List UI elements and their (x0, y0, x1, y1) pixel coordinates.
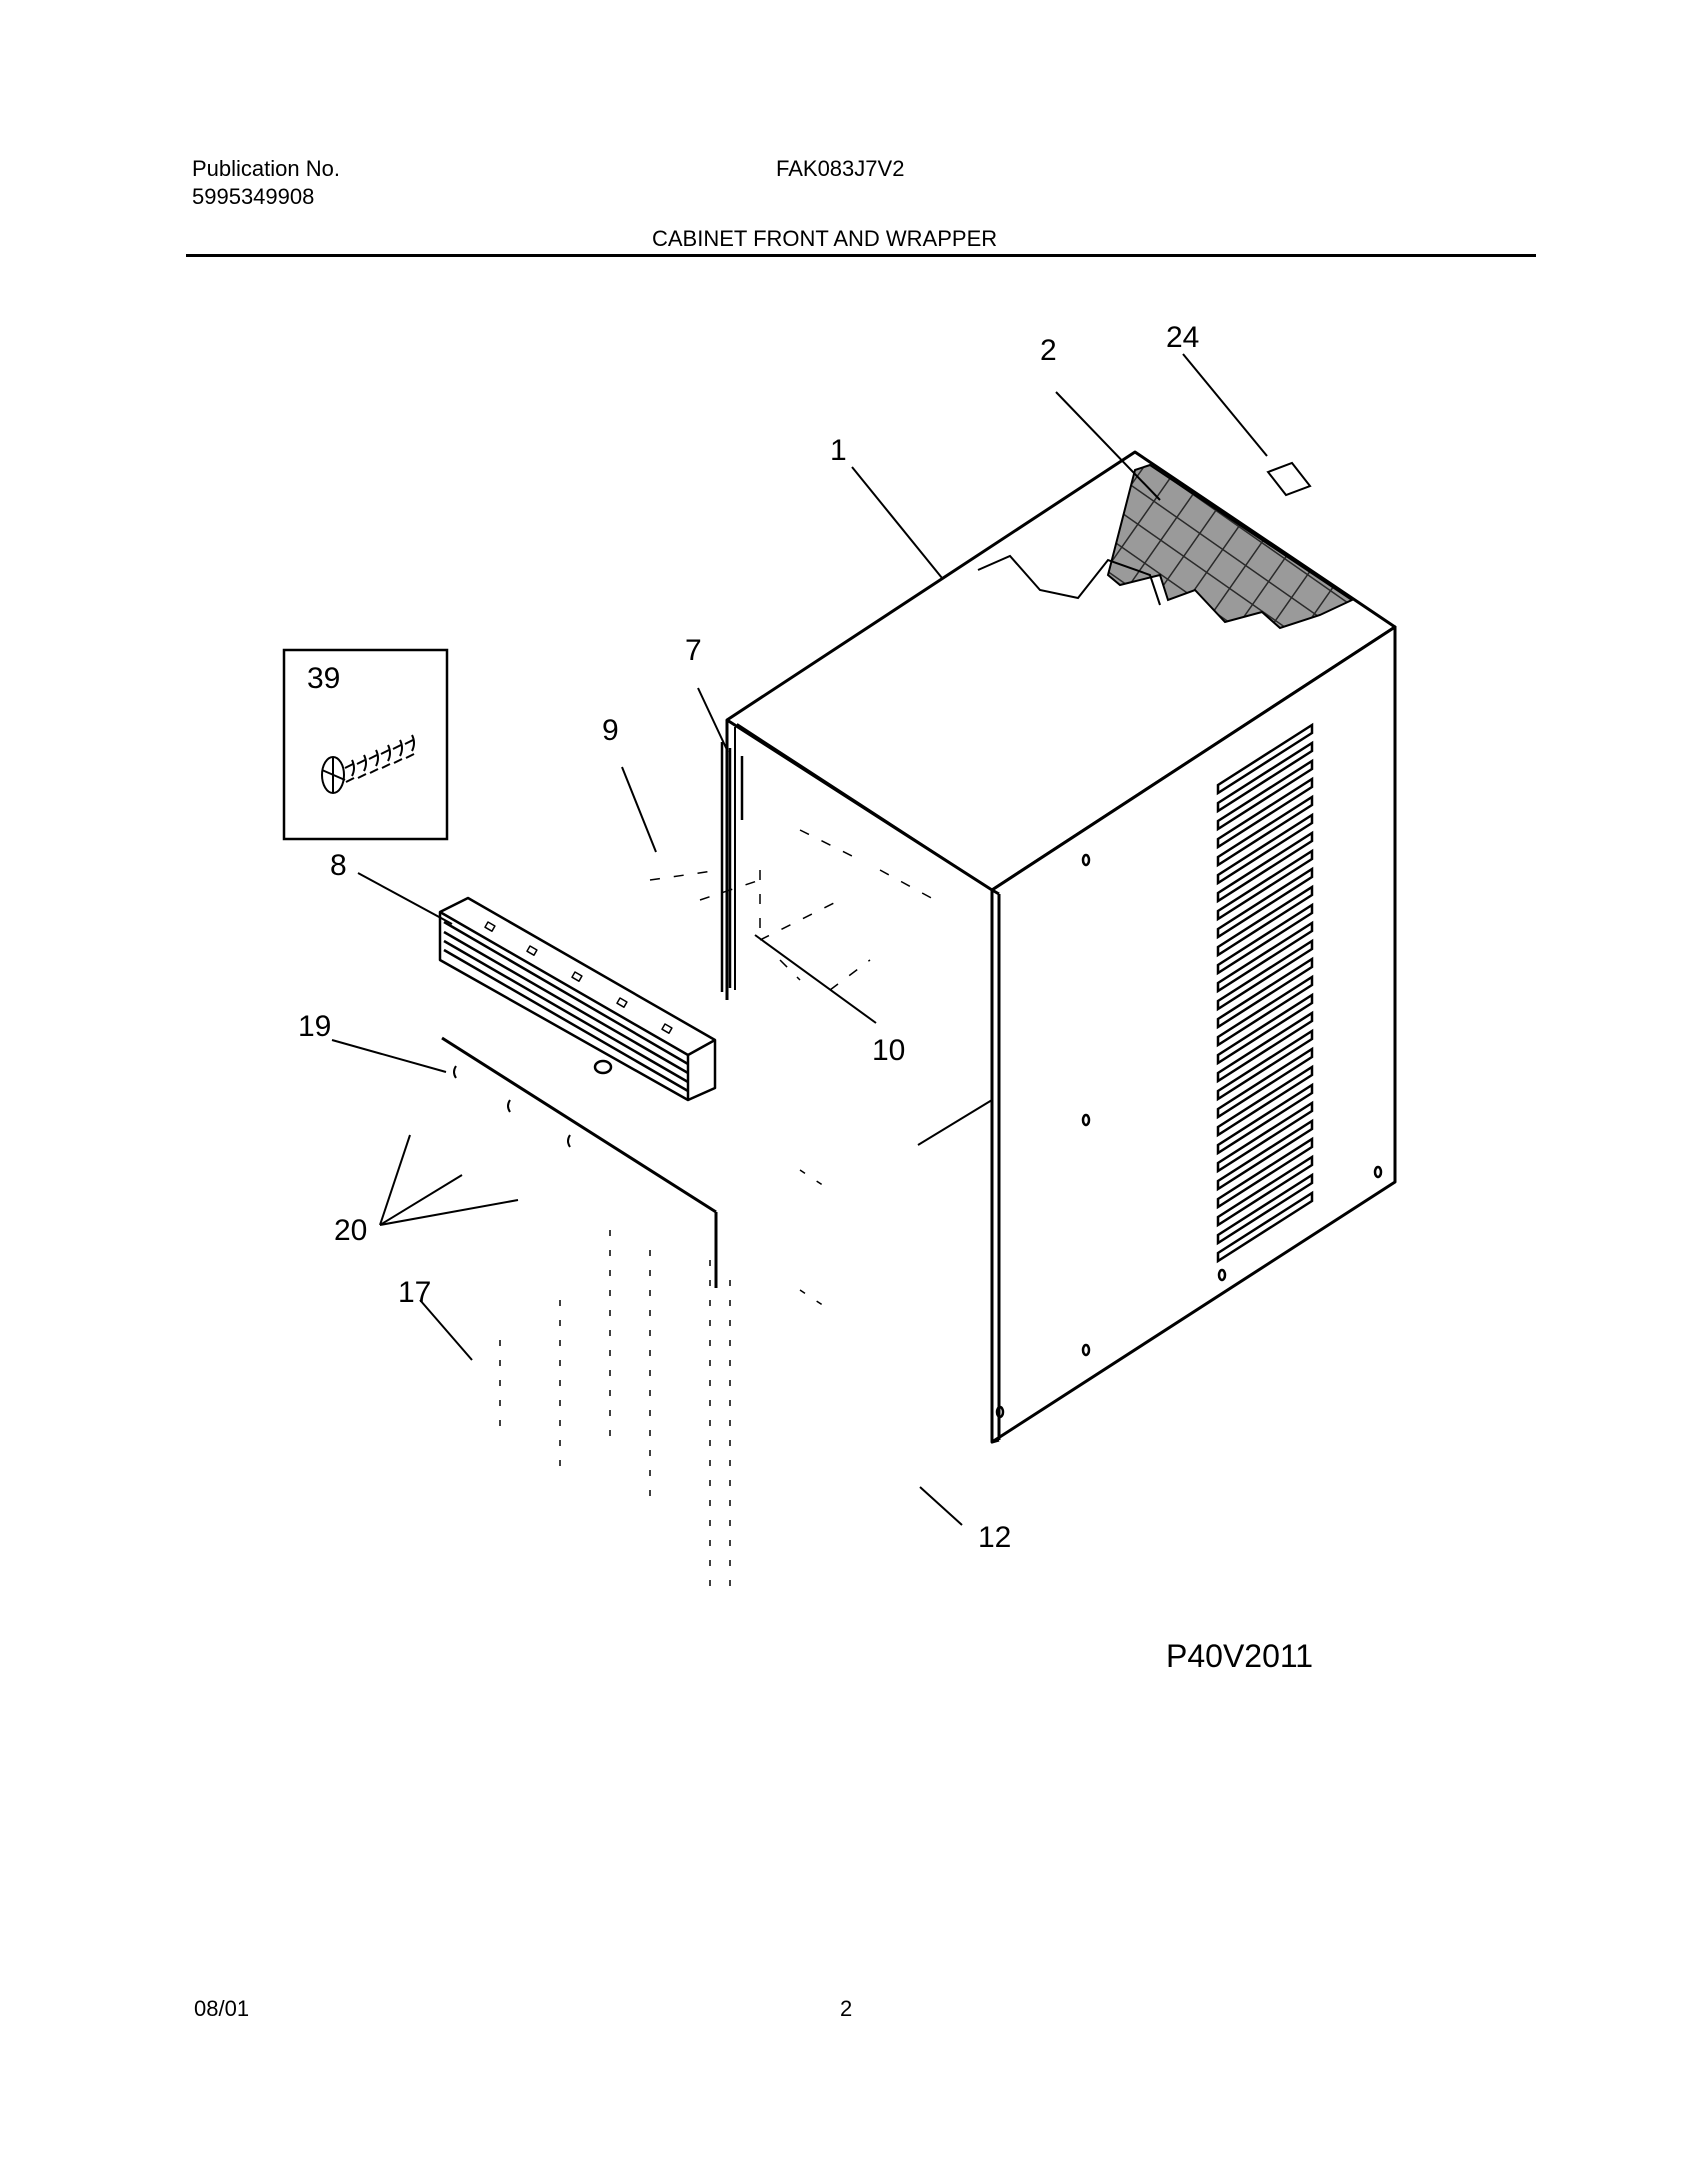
header-rule (186, 254, 1536, 257)
callout-20: 20 (334, 1214, 367, 1247)
callout-7: 7 (685, 634, 702, 667)
model-number: FAK083J7V2 (776, 156, 905, 181)
front-panel (441, 1036, 831, 1600)
air-deflector-grille (438, 896, 717, 1102)
screw-holes (995, 853, 1383, 1419)
diagram-id: P40V2011 (1166, 1638, 1314, 1674)
callout-17: 17 (398, 1276, 431, 1309)
page-number: 2 (840, 1996, 853, 2021)
bracket-parts (649, 829, 936, 991)
publication-label: Publication No. (192, 156, 340, 181)
callout-24: 24 (1166, 321, 1199, 354)
section-title: CABINET FRONT AND WRAPPER (652, 226, 998, 251)
screw-icon (321, 734, 415, 794)
callout-2: 2 (1040, 334, 1057, 367)
callout-9: 9 (602, 714, 619, 747)
footer-date: 08/01 (194, 1996, 250, 2021)
publication-number: 5995349908 (192, 184, 315, 209)
leader-lines (331, 353, 1268, 1526)
callout-39: 39 (307, 662, 340, 695)
callout-8: 8 (330, 849, 347, 882)
callout-1: 1 (830, 434, 847, 467)
callout-12: 12 (978, 1521, 1011, 1554)
callout-10: 10 (872, 1034, 905, 1067)
side-channel (720, 742, 744, 992)
side-louvres (1216, 722, 1314, 1264)
screw-inset-box (282, 648, 449, 841)
top-insulation (977, 463, 1355, 630)
rating-label (1266, 461, 1312, 497)
callout-19: 19 (298, 1010, 331, 1043)
